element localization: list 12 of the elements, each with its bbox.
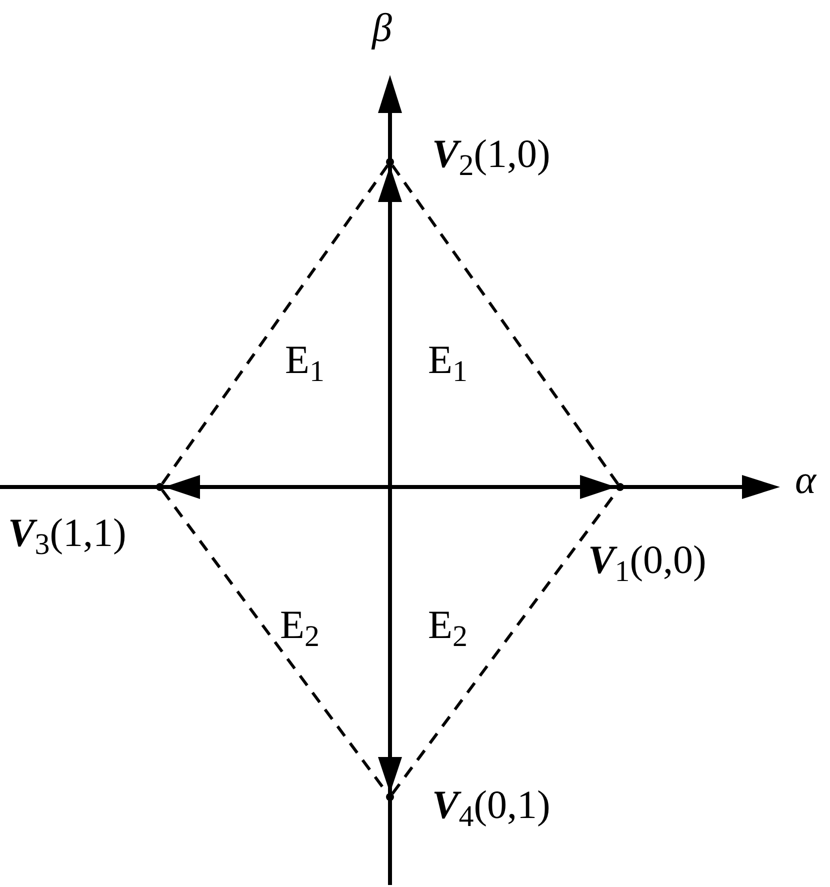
vertex-label: V$_{1}$(0,0) (588, 540, 706, 580)
dashed-line (161, 164, 389, 485)
vertex-label: V$_{4}$(0,1) (432, 785, 550, 825)
dashed-line (391, 164, 619, 485)
region-label: E$_{2}$ (428, 605, 468, 645)
vertex-label: V$_{3}$(1,1) (8, 513, 126, 553)
region-label: E$_{1}$ (285, 340, 324, 380)
axis-label: β (372, 8, 392, 48)
vertex-label: V$_{2}$(1,0) (432, 134, 550, 174)
axis-label: α (795, 460, 816, 500)
region-label: E$_{2}$ (280, 605, 320, 645)
region-label: E$_{1}$ (428, 340, 468, 380)
